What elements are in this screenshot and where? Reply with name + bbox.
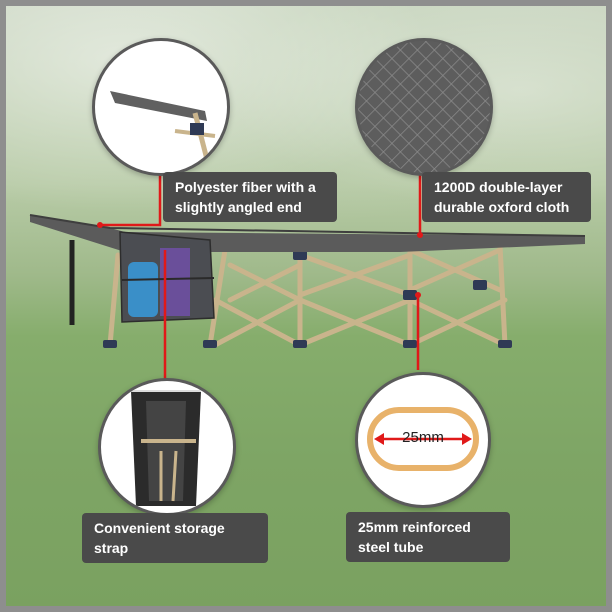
steel-tube-label: 25mm reinforced steel tube [346,512,510,562]
angled-end-detail-image [92,38,230,176]
tube-diameter-text: 25mm [402,429,444,446]
storage-strap-detail-image [98,378,236,516]
oxford-cloth-label: 1200D double-layer durable oxford cloth [422,172,591,222]
steel-tube-cross-section-image: 25mm [355,372,491,508]
oxford-cloth-texture-image [355,38,493,176]
storage-strap-label: Convenient storage strap [82,513,268,563]
angled-end-label: Polyester fiber with a slightly angled e… [163,172,337,222]
